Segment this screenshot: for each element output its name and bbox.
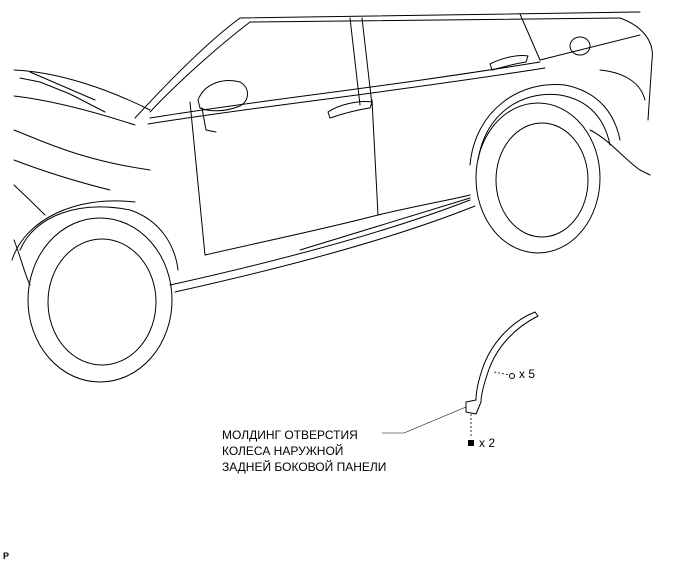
clip-icon [493,371,515,379]
callout-leader [382,406,467,434]
callout-line-2: КОЛЕСА НАРУЖНОЙ [222,444,344,458]
vehicle-body [13,11,653,293]
corner-mark: P [3,551,10,561]
front-wheel [11,200,179,383]
screw-icon [468,414,474,446]
rear-wheel [469,83,621,254]
fuel-door [569,36,591,56]
wheel-opening-molding [465,311,539,415]
door-handles [327,55,529,119]
callout-line-1: МОЛДИНГ ОТВЕРСТИЯ [222,428,358,442]
clip-quantity: x 5 [519,367,536,381]
side-mirror [197,80,248,133]
part-name-callout: МОЛДИНГ ОТВЕРСТИЯ КОЛЕСА НАРУЖНОЙ ЗАДНЕЙ… [222,427,386,475]
screw-quantity: x 2 [479,436,496,450]
callout-line-3: ЗАДНЕЙ БОКОВОЙ ПАНЕЛИ [222,460,387,474]
